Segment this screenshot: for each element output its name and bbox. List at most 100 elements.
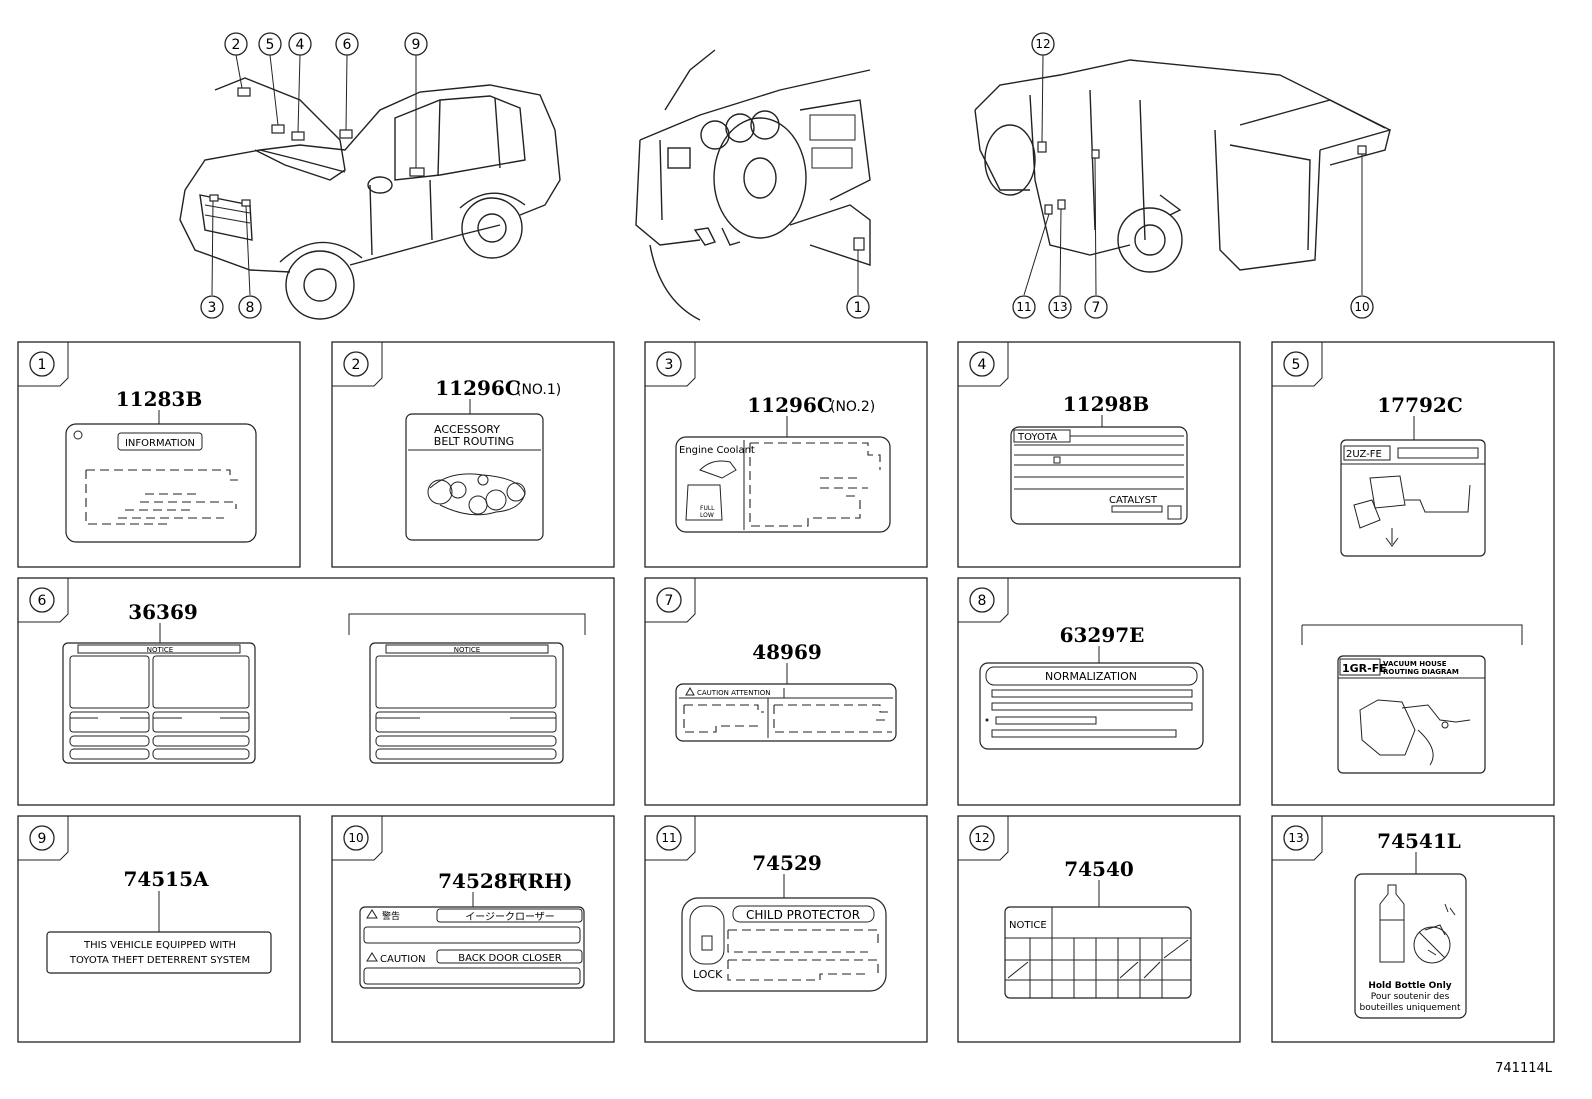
callout-13-text: 13 (1052, 300, 1067, 314)
panel-10-suffix: (RH) (518, 869, 572, 893)
callout-9: 9 (404, 32, 428, 56)
panel-11-label-74529: 74529 CHILD PROTECTOR LOCK (681, 851, 887, 992)
panel-3-low: LOW (700, 512, 714, 519)
belt-routing-drawing (427, 473, 526, 516)
panel-1-number: 1 (38, 357, 47, 373)
callout-8-text: 8 (246, 300, 255, 316)
panel-9-label-74515A: 74515A THIS VEHICLE EQUIPPED WITH TOYOTA… (46, 867, 272, 974)
callout-9-text: 9 (412, 37, 421, 53)
panel-3-number: 3 (665, 357, 674, 373)
panel-8-code: 63297E (1060, 623, 1145, 647)
callout-5: 5 (258, 32, 282, 56)
callout-6: 6 (335, 32, 359, 56)
panel-6-code: 36369 (128, 600, 198, 624)
panel-3-heading: Engine Coolant (679, 445, 755, 456)
panel-11-lock: LOCK (693, 968, 723, 981)
panel-13-line1: Hold Bottle Only (1368, 981, 1451, 991)
panel-5-number: 5 (1292, 357, 1301, 373)
callout-11: 11 (1012, 295, 1036, 319)
panel-4-number: 4 (978, 357, 987, 373)
callout-6-text: 6 (343, 37, 352, 53)
suv-front-illustration (179, 54, 561, 320)
panel-11-title: CHILD PROTECTOR (746, 908, 860, 922)
panel-2-code: 11296C (435, 376, 521, 400)
panel-8-label-63297E: 63297E NORMALIZATION (979, 623, 1204, 750)
callout-1-text: 1 (854, 300, 863, 316)
vacuum-diagram-1grfe (1359, 699, 1471, 766)
callout-8: 8 (238, 295, 262, 319)
callout-4-text: 4 (296, 37, 305, 53)
panel-6-notice2: NOTICE (454, 646, 480, 654)
panel-1-label-11283B: 11283B INFORMATION (65, 387, 257, 543)
panel-9-number: 9 (38, 831, 47, 847)
panel-8-number: 8 (978, 593, 987, 609)
panel-2-label-11296C-no1: 11296C (NO.1) ACCESSORY BELT ROUTING (405, 376, 561, 541)
panel-5-vac2: ROUTING DIAGRAM (1383, 668, 1459, 676)
callout-12: 12 (1031, 32, 1055, 56)
panel-5-engine1: 2UZ-FE (1346, 449, 1382, 460)
panel-13-code: 74541L (1377, 829, 1461, 853)
panel-11-code: 74529 (752, 851, 822, 875)
panel-13-label-74541L: 74541L Hold Bottle Only Pour soutenir de… (1354, 829, 1467, 1019)
panel-10-warn-jp: 警告 (382, 910, 400, 922)
panel-3-code: 11296C (747, 393, 833, 417)
panel-4-code: 11298B (1063, 392, 1149, 416)
callout-4: 4 (288, 32, 312, 56)
panel-5-code: 17792C (1377, 393, 1463, 417)
panel-12-label-74540: 74540 NOTICE (1004, 857, 1192, 999)
panel-7-caution: CAUTION ATTENTION (697, 689, 771, 697)
panel-4-catalyst: CATALYST (1109, 495, 1158, 506)
panel-2-suffix: (NO.1) (516, 382, 561, 398)
panel-5-vac1: VACUUM HOUSE (1383, 660, 1447, 668)
callout-1: 1 (846, 295, 870, 319)
panel-9-line1: THIS VEHICLE EQUIPPED WITH (83, 940, 236, 951)
callout-2: 2 (224, 32, 248, 56)
callout-13: 13 (1048, 295, 1072, 319)
panel-7-label-48969: 48969 CAUTION ATTENTION (675, 640, 897, 742)
panel-10-caution: CAUTION (380, 954, 426, 965)
panel-2-line1: ACCESSORY (434, 423, 500, 436)
callout-5-text: 5 (266, 37, 275, 53)
panel-3-label-11296C-no2: 11296C (NO.2) Engine Coolant FULL LOW (675, 393, 891, 533)
panel-9-line2: TOYOTA THEFT DETERRENT SYSTEM (69, 955, 250, 966)
panel-3-full: FULL (700, 505, 715, 512)
panel-7-number: 7 (665, 593, 674, 609)
figure-id: 741114L (1495, 1061, 1553, 1076)
panel-11-number: 11 (661, 831, 676, 845)
callout-3-text: 3 (208, 300, 217, 316)
panel-12-notice: NOTICE (1009, 920, 1047, 931)
panel-12-code: 74540 (1064, 857, 1134, 881)
panel-1-info-text: INFORMATION (125, 438, 195, 449)
overview-callouts: 2 5 4 6 9 3 8 1 12 11 13 7 10 (200, 32, 1374, 319)
panel-2-number: 2 (352, 357, 361, 373)
panel-6-label-36369: 36369 NOTICE NOTICE (62, 600, 586, 764)
panel-10-closer: BACK DOOR CLOSER (458, 953, 562, 964)
panel-1-code: 11283B (116, 387, 202, 411)
vacuum-diagram-2uzfe (1353, 475, 1471, 547)
no-shake-icon (1413, 903, 1456, 964)
bottle-icon (1379, 884, 1405, 963)
callout-2-text: 2 (232, 37, 241, 53)
callout-7: 7 (1084, 295, 1108, 319)
panel-3-suffix: (NO.2) (830, 399, 875, 415)
panel-7-code: 48969 (752, 640, 822, 664)
callout-7-text: 7 (1092, 300, 1101, 316)
callout-11-text: 11 (1016, 300, 1031, 314)
panel-10-label-74528F: 74528F (RH) 警告 イージークローザー CAUTION BACK DO… (359, 869, 585, 989)
callout-10: 10 (1350, 295, 1374, 319)
panel-8-title: NORMALIZATION (1045, 670, 1137, 683)
panel-tags: 1 2 3 4 5 6 7 8 9 10 11 12 13 (18, 342, 1323, 861)
panel-5-label-17792C: 17792C 2UZ-FE 1GR-FE VACUUM HOUSE ROUTIN… (1301, 393, 1523, 774)
dashboard-illustration (635, 49, 871, 321)
rear-interior-illustration (974, 54, 1391, 296)
panel-13-line3: bouteilles uniquement (1360, 1003, 1461, 1013)
panel-10-jp: イージークローザー (465, 911, 555, 923)
callout-12-text: 12 (1035, 37, 1050, 51)
panel-2-line2: BELT ROUTING (434, 435, 514, 448)
panel-13-number: 13 (1288, 831, 1303, 845)
panel-6-number: 6 (38, 593, 47, 609)
callout-3: 3 (200, 295, 224, 319)
panel-10-code: 74528F (438, 869, 522, 893)
panel-4-label-11298B: 11298B TOYOTA CATALYST (1010, 392, 1188, 525)
